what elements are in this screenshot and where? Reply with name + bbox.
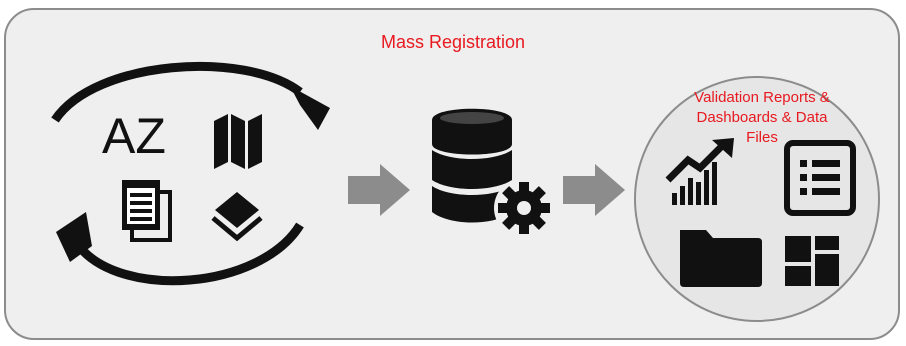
gear-icon	[494, 178, 554, 238]
growth-chart-icon	[665, 138, 734, 205]
database-icon	[432, 108, 512, 223]
layers-icon	[211, 192, 263, 242]
flow-arrow-1	[348, 164, 410, 216]
cycle-arc-top	[51, 61, 303, 123]
map-icon	[214, 114, 262, 169]
cycle-arrowhead-top	[290, 86, 330, 130]
output-label-line-2: Dashboards & Data	[696, 109, 828, 126]
az-text-icon: AZ	[102, 108, 166, 164]
folder-icon	[680, 230, 762, 287]
list-icon	[784, 140, 856, 216]
documents-icon	[122, 180, 172, 242]
output-label: Validation Reports & Dashboards & Data F…	[672, 88, 852, 148]
cycle-arrowhead-bottom	[56, 212, 92, 262]
cycle-arrows-icon	[51, 61, 330, 286]
diagram-title: Mass Registration	[380, 32, 526, 52]
cycle-arc-bottom	[74, 222, 304, 286]
dashboard-icon	[785, 236, 839, 286]
output-label-line-1: Validation Reports &	[694, 89, 830, 106]
flow-arrow-2	[563, 164, 625, 216]
output-label-line-3: Files	[746, 129, 778, 146]
